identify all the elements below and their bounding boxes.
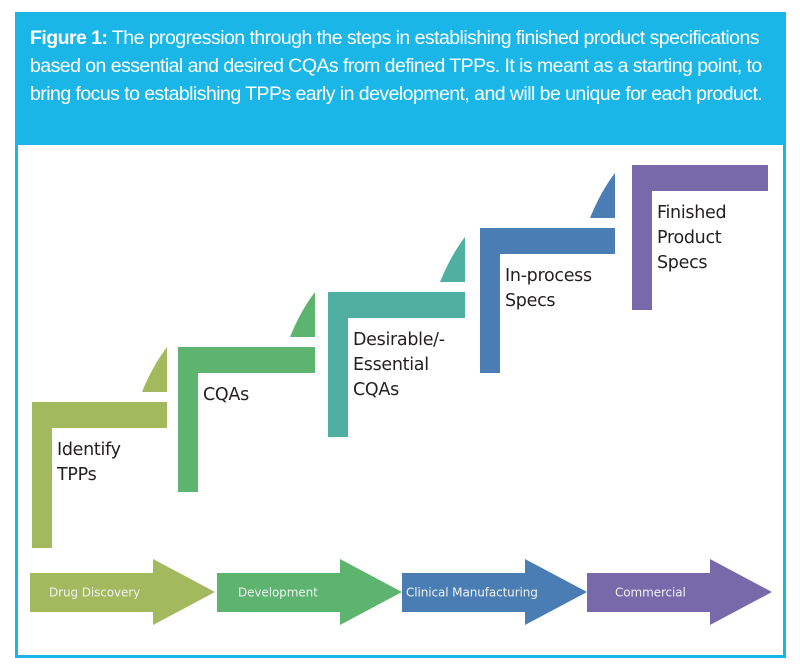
figure-caption: Figure 1: The progression through the st… bbox=[15, 12, 786, 145]
step-label-line: Desirable/- bbox=[353, 330, 445, 350]
step-riser-wedge bbox=[440, 237, 465, 282]
phase-arrow-label: Clinical Manufacturing bbox=[406, 586, 538, 600]
step-vertical-bar bbox=[480, 228, 500, 373]
step-label-line: In-process bbox=[505, 266, 592, 286]
step-label-line: TPPs bbox=[56, 465, 97, 485]
phase-arrow-shape bbox=[402, 559, 587, 625]
phase-arrow-development: Development bbox=[217, 559, 402, 625]
step-horizontal-bar bbox=[632, 165, 768, 191]
step-vertical-bar bbox=[32, 402, 52, 548]
step-label-line: Product bbox=[657, 228, 722, 248]
step-vertical-bar bbox=[178, 347, 198, 492]
step-2: CQAs bbox=[178, 292, 315, 492]
step-horizontal-bar bbox=[480, 228, 615, 254]
step-vertical-bar bbox=[632, 165, 652, 310]
step-label-line: Specs bbox=[505, 291, 555, 311]
phases-layer: Drug Discovery Development Clinical Manufa… bbox=[30, 559, 772, 625]
step-label-line: Finished bbox=[657, 203, 726, 223]
phase-arrow-label: Drug Discovery bbox=[49, 586, 140, 600]
step-riser-wedge bbox=[290, 292, 315, 337]
phase-arrow-clinical-manufacturing: Clinical Manufacturing bbox=[402, 559, 587, 625]
phase-arrow-shape bbox=[587, 559, 772, 625]
phase-arrow-shape bbox=[217, 559, 402, 625]
phase-arrow-label: Commercial bbox=[615, 586, 686, 600]
phase-arrow-shape bbox=[30, 559, 215, 625]
step-riser-wedge bbox=[142, 347, 167, 392]
caption-label: Figure 1: bbox=[30, 27, 108, 49]
caption-text: The progression through the steps in est… bbox=[30, 27, 763, 105]
step-label-line: Specs bbox=[657, 253, 707, 273]
phase-arrow-label: Development bbox=[238, 586, 318, 600]
phase-arrow-drug-discovery: Drug Discovery bbox=[30, 559, 215, 625]
step-label-line: CQAs bbox=[203, 385, 249, 405]
step-horizontal-bar bbox=[328, 292, 465, 318]
step-vertical-bar bbox=[328, 292, 348, 437]
step-label-line: Identify bbox=[57, 440, 121, 460]
phase-arrow-commercial: Commercial bbox=[587, 559, 772, 625]
step-horizontal-bar bbox=[178, 347, 315, 373]
step-label-line: Essential bbox=[353, 355, 429, 375]
step-riser-wedge bbox=[590, 173, 615, 218]
step-horizontal-bar bbox=[32, 402, 167, 428]
step-label-line: CQAs bbox=[353, 380, 399, 400]
